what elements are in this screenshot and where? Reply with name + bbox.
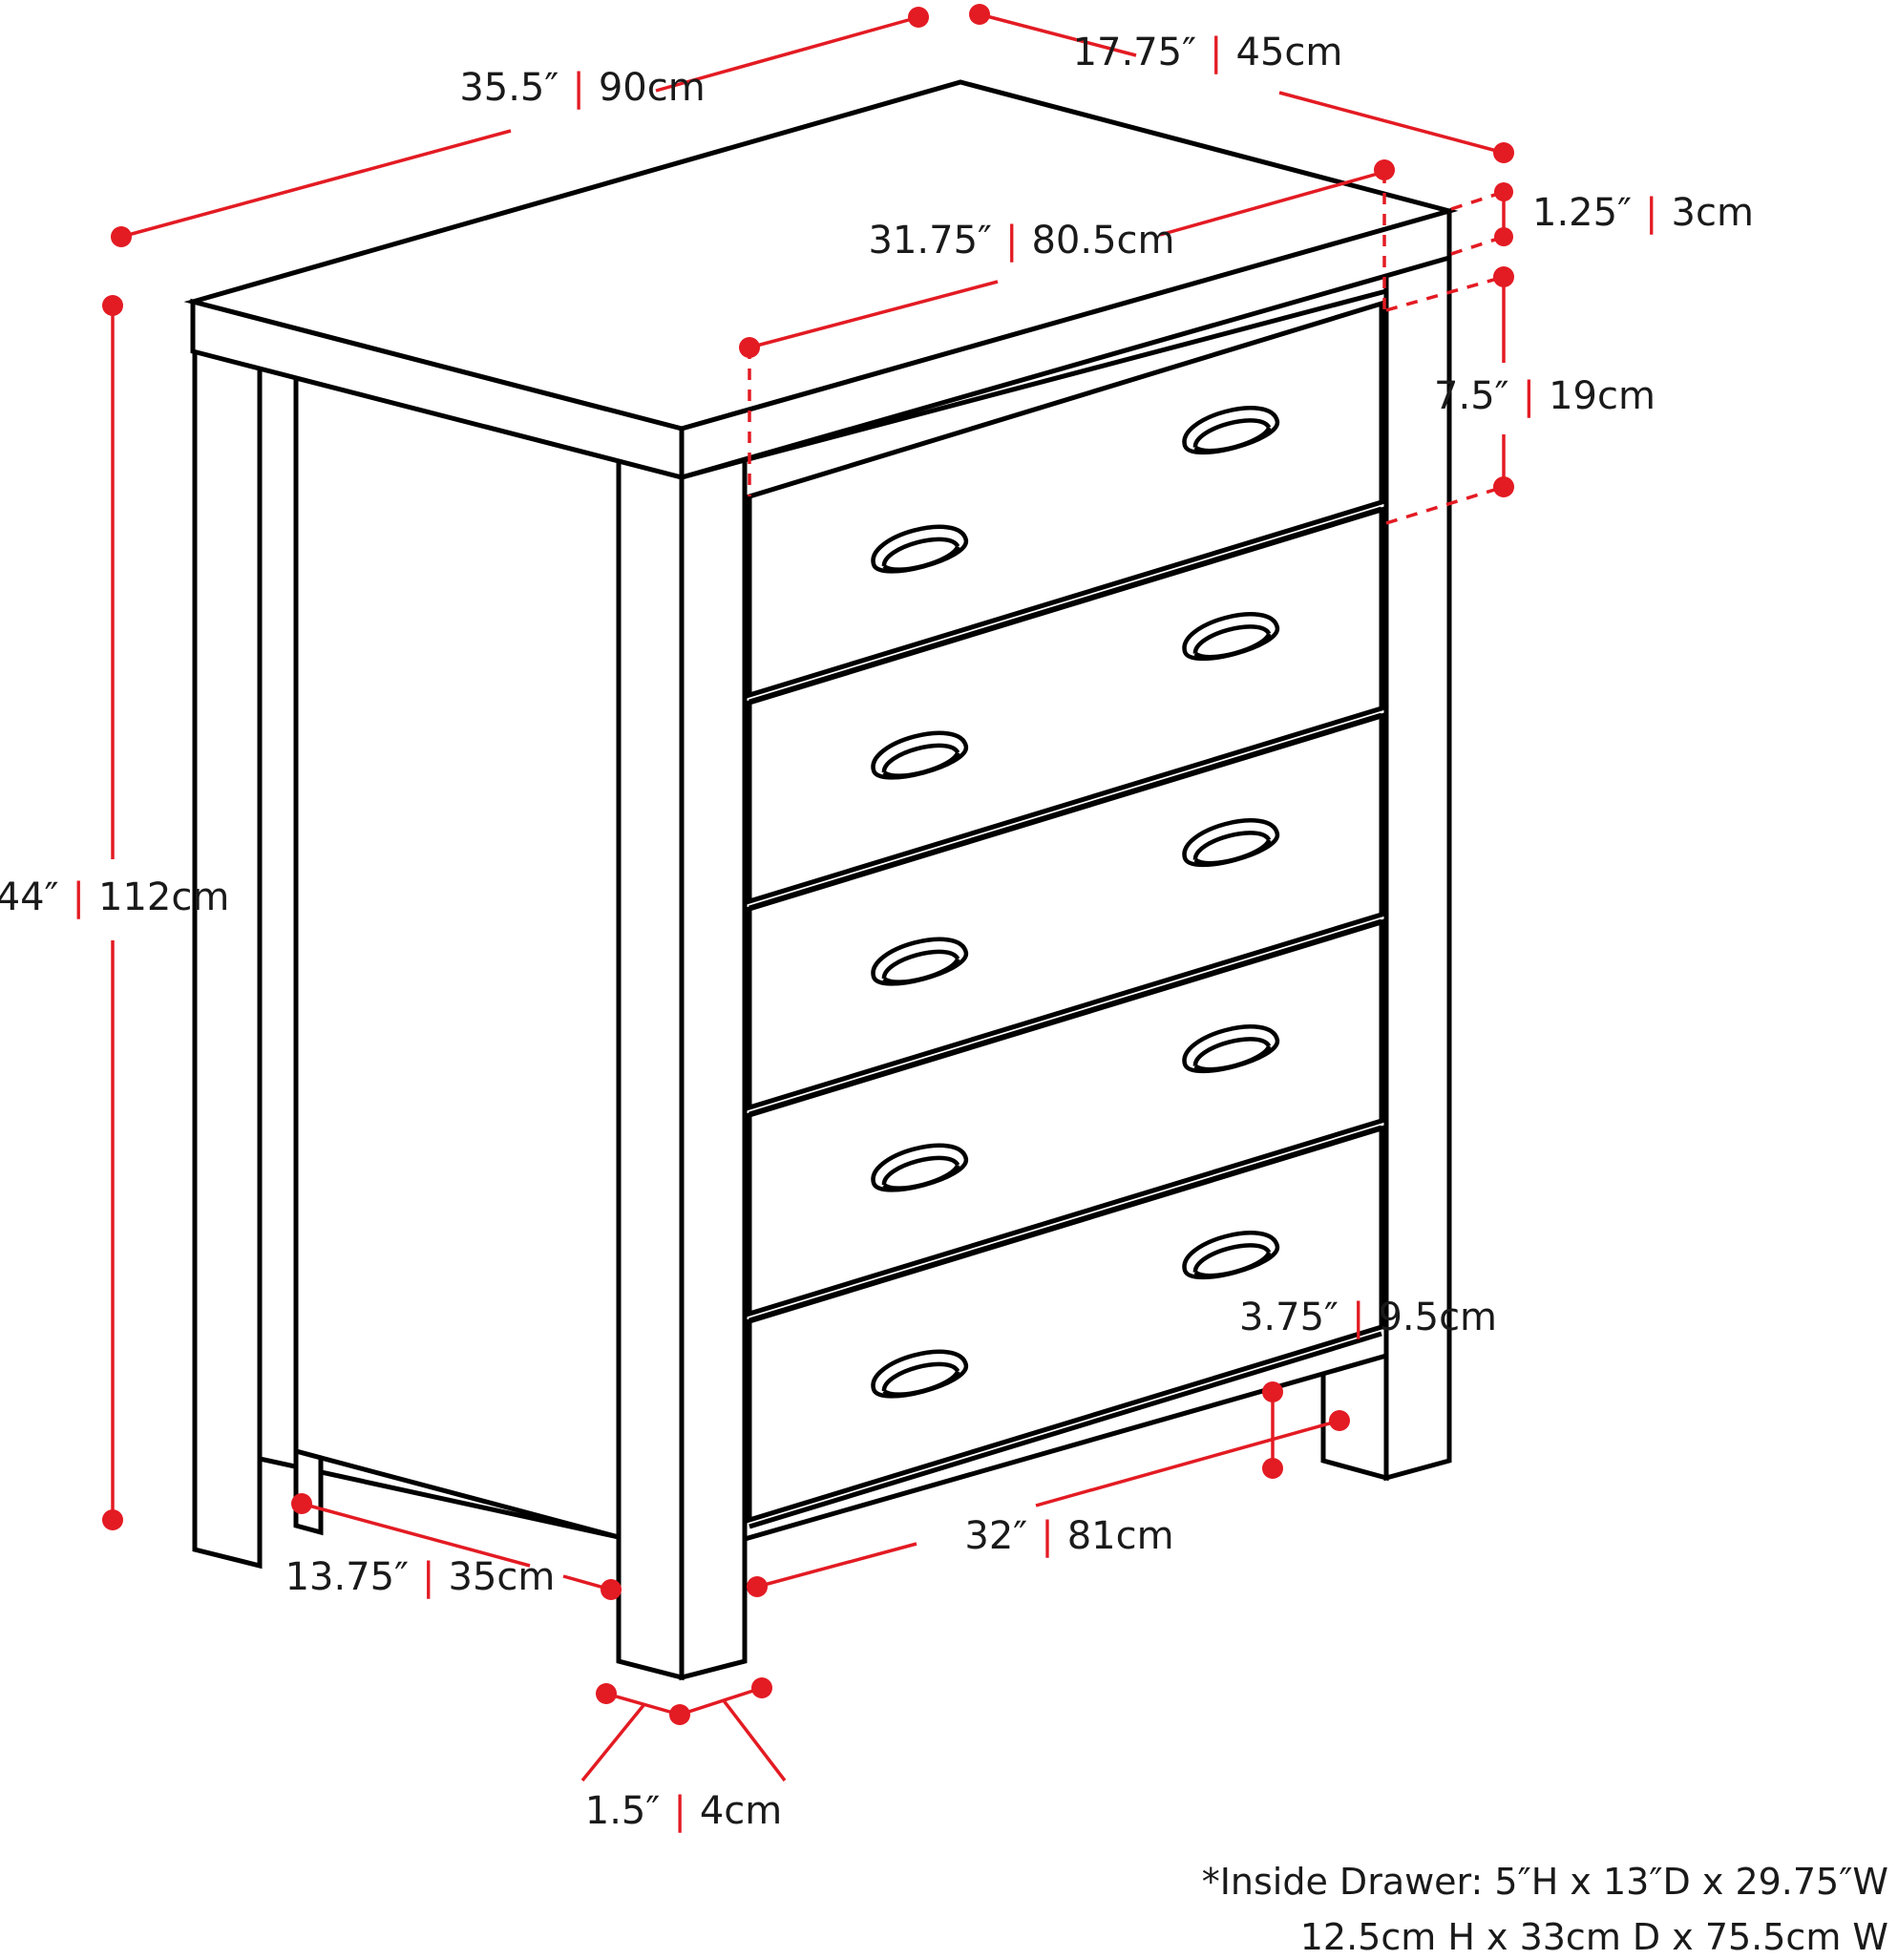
- floor-clearance-label: 3.75″ | 9.5cm: [1239, 1296, 1497, 1339]
- left-rear-leg-stub: [293, 1447, 324, 1536]
- front-corner-leg-front: [679, 456, 748, 1681]
- drawer-handle-icon[interactable]: [1179, 811, 1281, 873]
- drawer-front[interactable]: [747, 300, 1384, 699]
- dimension-labels: 35.5″ | 90cm 17.75″ | 45cm 1.25″ | 3cm 3…: [0, 31, 1754, 1833]
- drawer-stack: [747, 300, 1384, 1529]
- front-corner-leg: [616, 456, 685, 1681]
- drawer-handle-icon[interactable]: [868, 518, 970, 580]
- drawer-handle-icon[interactable]: [868, 725, 970, 786]
- inner-width-label: 32″ | 81cm: [964, 1514, 1173, 1558]
- right-front-leg: [1383, 232, 1452, 1482]
- overall-width-label: 35.5″ | 90cm: [459, 66, 705, 110]
- drawer-front[interactable]: [747, 1125, 1384, 1524]
- dimension-lines: [102, 4, 1514, 1782]
- drawer-front[interactable]: [747, 506, 1384, 905]
- dresser-drawing: [183, 79, 1459, 1681]
- inside-drawer-note: *Inside Drawer: 5″H x 13″D x 29.75″W 12.…: [1202, 1861, 1888, 1958]
- drawer-handle-icon[interactable]: [868, 1137, 970, 1198]
- drawer-handle-icon[interactable]: [1179, 1018, 1281, 1079]
- drawer-handle-icon[interactable]: [868, 931, 970, 992]
- drawer-front[interactable]: [747, 712, 1384, 1111]
- overall-height-label: 44″ | 112cm: [0, 875, 229, 919]
- drawer-handle-icon[interactable]: [1179, 399, 1281, 460]
- drawer-height-label: 7.5″ | 19cm: [1434, 374, 1655, 418]
- drawer-front-width-label: 31.75″ | 80.5cm: [869, 219, 1175, 263]
- inside-drawer-note-imperial: *Inside Drawer: 5″H x 13″D x 29.75″W: [1202, 1861, 1888, 1903]
- top-thickness-label: 1.25″ | 3cm: [1532, 191, 1754, 235]
- left-front-leg: [192, 348, 263, 1570]
- leg-width-label: 1.5″ | 4cm: [585, 1789, 782, 1833]
- inside-drawer-note-metric: 12.5cm H x 33cm D x 75.5cm W: [1300, 1916, 1888, 1958]
- left-inner-rail: [293, 374, 622, 1541]
- top-front-edge: [679, 207, 1452, 481]
- drawer-front[interactable]: [747, 918, 1384, 1317]
- drawer-rail: [749, 1331, 1382, 1529]
- drawer-handle-icon[interactable]: [1179, 605, 1281, 666]
- inner-depth-label: 13.75″ | 35cm: [285, 1555, 556, 1599]
- overall-depth-label: 17.75″ | 45cm: [1073, 31, 1343, 74]
- drawer-handle-icon[interactable]: [1179, 1224, 1281, 1285]
- drawer-handle-icon[interactable]: [868, 1343, 970, 1404]
